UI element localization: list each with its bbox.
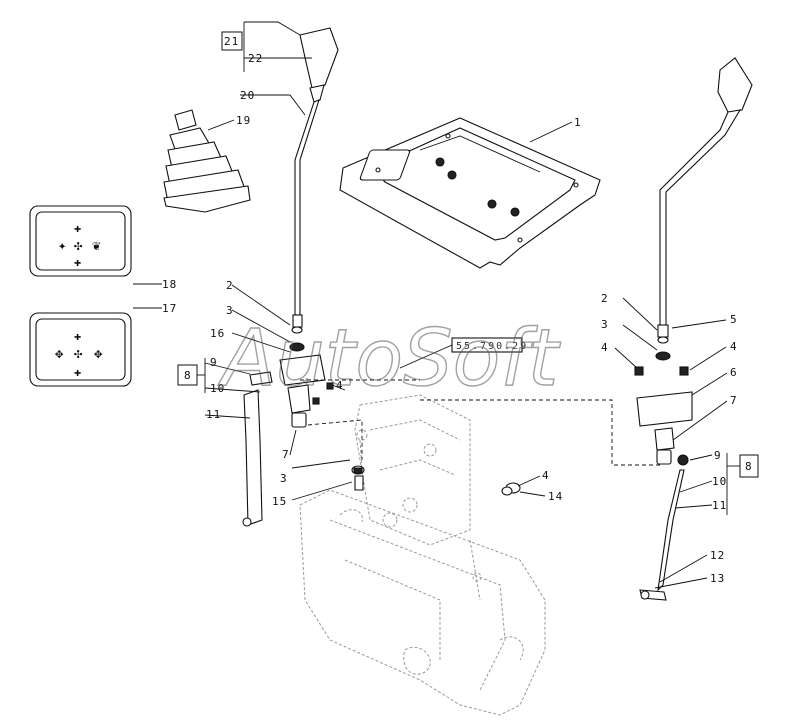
callout-10b: 10 (712, 475, 727, 488)
callout-22: 22 (248, 52, 263, 65)
callout-3b: 3 (280, 472, 288, 485)
callout-4b: 4 (601, 341, 609, 354)
reference-text: 55.790.29 (456, 341, 528, 352)
svg-text:✚: ✚ (74, 221, 81, 235)
callout-12: 12 (710, 549, 725, 562)
svg-text:✥: ✥ (55, 346, 64, 362)
callout-11a: 11 (206, 408, 221, 421)
decal-18: ✦ ✣ ❦ ✚ ✚ (29, 205, 132, 277)
callout-19: 19 (236, 114, 251, 127)
callout-4a: 4 (336, 379, 344, 392)
callout-4d: 4 (542, 469, 550, 482)
callout-9a: 9 (210, 356, 218, 369)
callout-6: 6 (730, 366, 738, 379)
chassis-frame (299, 394, 546, 716)
right-lever (634, 57, 753, 465)
svg-text:✚: ✚ (74, 329, 81, 343)
ref-box-8-left (177, 358, 261, 393)
callout-2a: 2 (226, 279, 234, 292)
callout-16: 16 (210, 327, 225, 340)
svg-text:✥: ✥ (94, 346, 103, 362)
connection-lines (300, 379, 660, 466)
callout-9b: 9 (714, 449, 722, 462)
callout-8b: 8 (745, 460, 753, 473)
callout-4c: 4 (730, 340, 738, 353)
callouts: 1 21 22 20 19 18 17 2 3 16 8 9 10 11 4 7… (162, 35, 753, 585)
callout-10a: 10 (210, 382, 225, 395)
svg-text:✚: ✚ (74, 365, 81, 379)
rubber-boot (163, 109, 251, 213)
callout-7a: 7 (282, 448, 290, 461)
left-lever (292, 27, 339, 328)
callout-11b: 11 (712, 499, 727, 512)
svg-text:✣: ✣ (74, 346, 83, 362)
left-base-assembly (242, 326, 365, 527)
right-linkage (639, 454, 689, 601)
leader-lines (133, 94, 728, 589)
reference-label: 55.790.29 (399, 337, 528, 369)
mounting-plate (339, 117, 601, 269)
svg-text:✚: ✚ (74, 255, 81, 269)
callout-5: 5 (730, 313, 738, 326)
callout-3c: 3 (601, 318, 609, 331)
callout-7b: 7 (730, 394, 738, 407)
callout-21: 21 (224, 35, 239, 48)
callout-14: 14 (548, 490, 563, 503)
callout-1: 1 (574, 116, 582, 129)
callout-3a: 3 (226, 304, 234, 317)
callout-17: 17 (162, 302, 177, 315)
callout-15: 15 (272, 495, 287, 508)
svg-text:❦: ❦ (92, 238, 100, 254)
callout-8a: 8 (184, 369, 192, 382)
decal-17: ✥ ✣ ✥ ✚ ✚ (29, 312, 132, 387)
ref-box-8-right (726, 453, 759, 515)
sleeve-14 (501, 482, 521, 496)
ref-box-21-22 (221, 21, 312, 72)
svg-text:✦: ✦ (58, 238, 67, 254)
callout-20: 20 (240, 89, 255, 102)
callout-18: 18 (162, 278, 177, 291)
callout-13: 13 (710, 572, 725, 585)
svg-text:✣: ✣ (74, 238, 83, 254)
watermark: AutoSoft (217, 314, 561, 404)
callout-2b: 2 (601, 292, 609, 305)
